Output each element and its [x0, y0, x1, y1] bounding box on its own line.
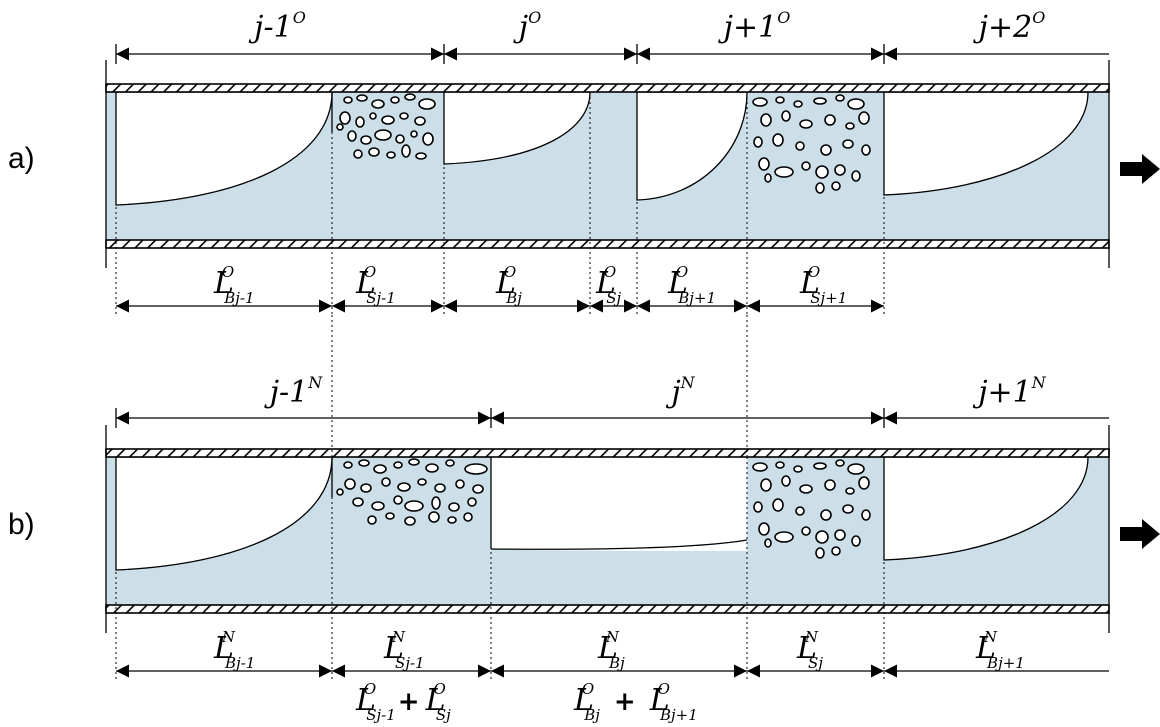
taylor-bubble	[883, 91, 1089, 196]
panel-label-b: b)	[8, 508, 35, 541]
arrow-right-icon	[1120, 154, 1160, 184]
panel-label-a: a)	[8, 142, 35, 175]
panel-b: b) j-1N jN j+1N	[8, 315, 1160, 724]
segment-label: j+1N	[972, 373, 1047, 410]
pipe-wall-top	[105, 83, 1110, 93]
taylor-bubble	[443, 91, 591, 165]
segment-labels-b: j-1N jN j+1N	[264, 373, 1047, 410]
dispersed-bubbles-slug	[336, 458, 488, 526]
dispersed-bubbles-slug	[752, 94, 871, 194]
dispersed-bubbles-slug	[336, 93, 436, 160]
panel-a: a) j-1O jO j+1O j+2O	[8, 8, 1160, 315]
taylor-bubble	[883, 456, 1089, 561]
segment-label: jN	[665, 373, 695, 410]
segment-dimensions-a	[115, 44, 1109, 64]
pipe-wall-bottom	[105, 604, 1110, 614]
segment-label: jO	[513, 8, 541, 45]
segment-label: j-1N	[264, 373, 324, 410]
segment-label: j+2O	[973, 8, 1046, 45]
segment-labels-a: j-1O jO j+1O j+2O	[248, 8, 1045, 45]
segment-dimensions-b	[115, 408, 1109, 428]
taylor-bubble	[115, 456, 333, 571]
taylor-bubble	[636, 91, 748, 201]
pipe-wall-bottom	[105, 239, 1110, 249]
taylor-bubble	[115, 91, 333, 206]
dispersed-bubbles-slug	[752, 459, 871, 559]
segment-label: j-1O	[248, 8, 306, 45]
pipe-wall-top	[105, 448, 1110, 458]
arrow-right-icon	[1120, 519, 1160, 549]
segment-label: j+1O	[718, 8, 791, 45]
